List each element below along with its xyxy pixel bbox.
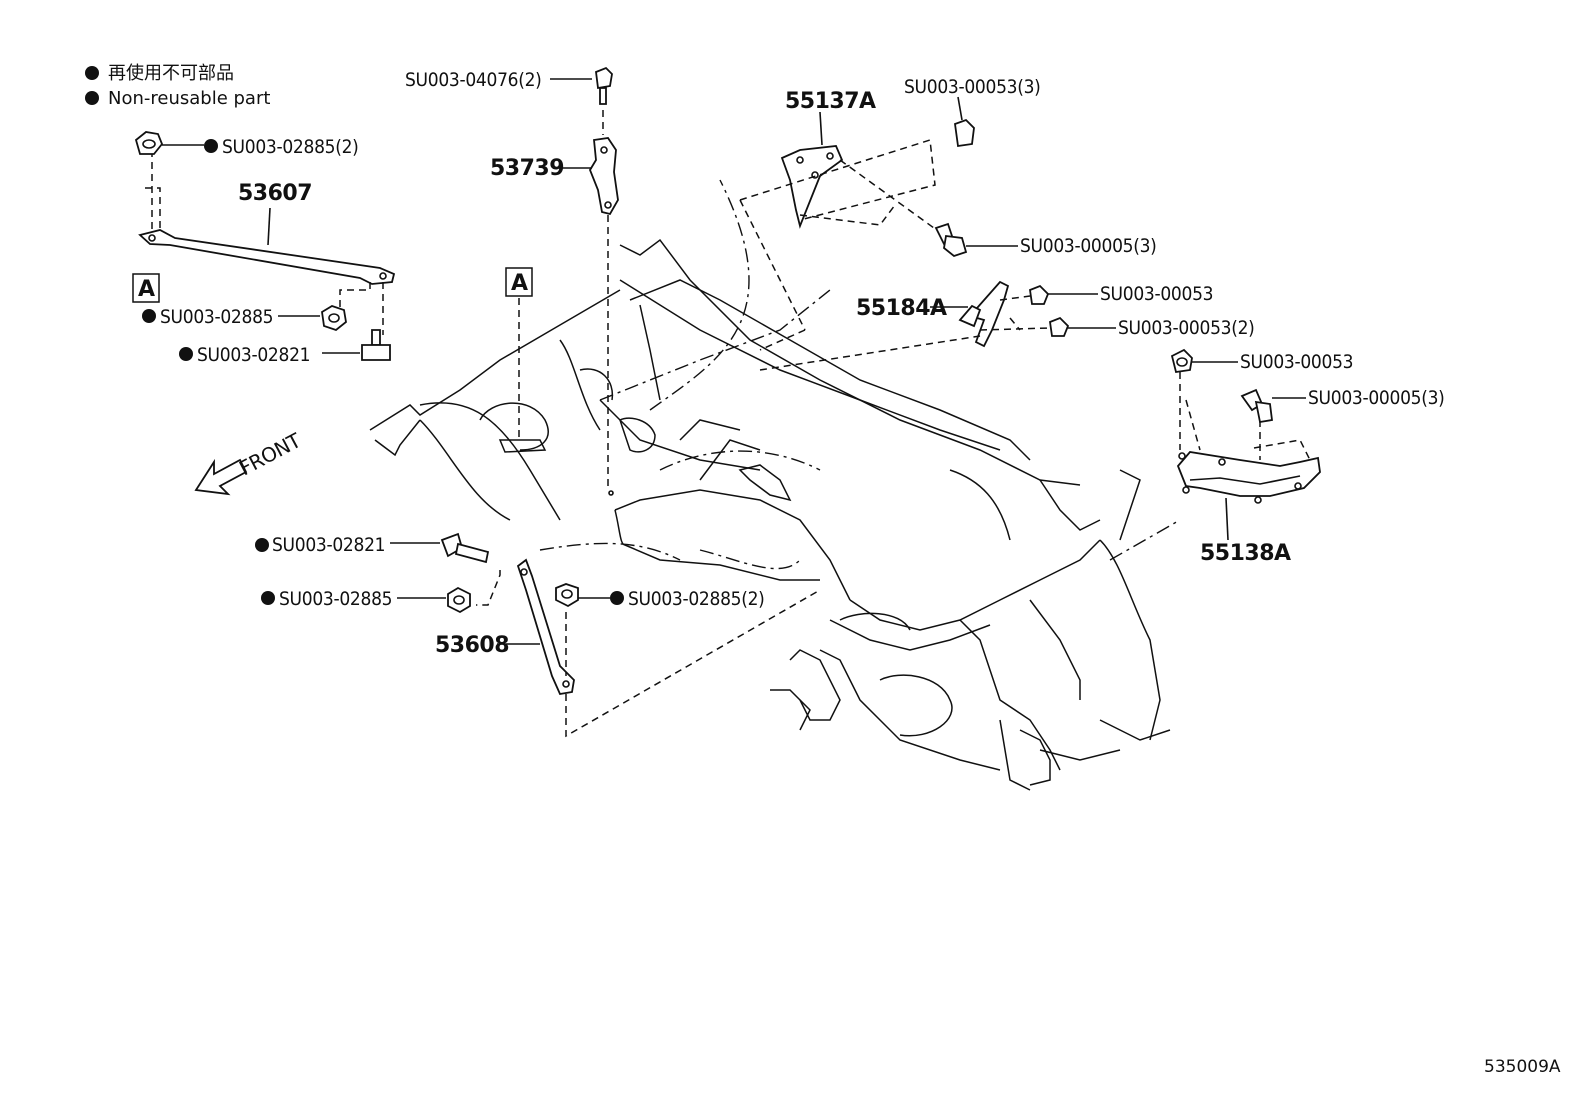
vehicle-body-outline xyxy=(369,238,1171,791)
nut-icon xyxy=(555,583,579,608)
callout-su003-00005-3-upper: SU003-00005(3) xyxy=(1020,235,1157,257)
reference-box-a-center: A xyxy=(505,267,533,440)
nut-icon xyxy=(1170,348,1193,374)
legend-en-text: Non-reusable part xyxy=(108,88,270,109)
callout-su003-00053-b: SU003-00053 xyxy=(1240,351,1353,373)
callout-leaders xyxy=(162,78,1306,645)
bolt-icon xyxy=(1254,400,1274,424)
mount-hole xyxy=(379,272,387,280)
bolt-icon xyxy=(361,344,391,361)
nut-icon xyxy=(1049,316,1070,337)
front-arrow-icon xyxy=(194,458,248,496)
nut-icon xyxy=(1029,284,1050,305)
bolt-icon xyxy=(454,542,490,564)
callout-su003-04076: SU003-04076(2) xyxy=(405,69,542,91)
callout-su003-02885-lower: SU003-02885 xyxy=(279,588,392,610)
nut-icon xyxy=(447,586,471,614)
non-reusable-bullet-icon xyxy=(204,139,218,153)
bracket-55137a xyxy=(739,118,975,351)
reference-box-a-center-label: A xyxy=(511,271,528,296)
bolt-icon xyxy=(943,234,968,258)
non-reusable-markers xyxy=(142,139,624,605)
figure-code: 535009A xyxy=(1484,1057,1561,1077)
callout-su003-00053-2: SU003-00053(2) xyxy=(1118,317,1255,339)
reference-box-a-left: A xyxy=(132,273,160,303)
callout-su003-02885-2-lower: SU003-02885(2) xyxy=(628,588,765,610)
callout-55184a: 55184A xyxy=(856,296,947,321)
callout-su003-02885-upper: SU003-02885 xyxy=(160,306,273,328)
strut-bar-53608 xyxy=(440,532,821,738)
callout-55137a: 55137A xyxy=(785,89,876,114)
callout-55138a: 55138A xyxy=(1200,541,1291,566)
non-reusable-bullet-icon xyxy=(255,538,269,552)
non-reusable-bullet-icon xyxy=(142,309,156,323)
nut-icon xyxy=(321,305,347,332)
non-reusable-bullet-icon xyxy=(261,591,275,605)
callout-53607: 53607 xyxy=(238,181,312,206)
legend-jp-text: 再使用不可部品 xyxy=(108,63,234,84)
non-reusable-bullet-icon xyxy=(179,347,193,361)
bracket-53739 xyxy=(588,66,619,496)
nut-icon xyxy=(954,118,975,148)
callout-labels: SU003-04076(2) 53739 55137A SU003-00053(… xyxy=(160,69,1445,658)
reference-lines xyxy=(539,179,1181,570)
bolt-icon xyxy=(371,329,381,346)
callout-su003-00053-3-top: SU003-00053(3) xyxy=(904,76,1041,98)
bracket-55138a xyxy=(1170,348,1321,504)
callout-su003-02821-lower: SU003-02821 xyxy=(272,534,385,556)
bolt-icon xyxy=(595,66,613,90)
callout-su003-00053-a: SU003-00053 xyxy=(1100,283,1213,305)
front-direction-indicator: FRONT xyxy=(194,428,306,496)
nut-icon xyxy=(134,131,164,155)
mount-hole xyxy=(148,234,156,242)
legend-bullet-icon xyxy=(85,66,99,80)
callout-su003-00005-3-lower: SU003-00005(3) xyxy=(1308,387,1445,409)
callout-53739: 53739 xyxy=(490,156,564,181)
non-reusable-bullet-icon xyxy=(610,591,624,605)
front-label: FRONT xyxy=(235,428,306,481)
callout-su003-02821-upper: SU003-02821 xyxy=(197,344,310,366)
legend: 再使用不可部品 Non-reusable part xyxy=(85,63,270,109)
callout-su003-02885-2-upper: SU003-02885(2) xyxy=(222,136,359,158)
bracket-55184a xyxy=(759,280,1070,371)
legend-bullet-icon xyxy=(85,91,99,105)
reference-box-a-left-label: A xyxy=(138,277,155,302)
strut-bar-53607 xyxy=(134,131,396,361)
callout-53608: 53608 xyxy=(435,633,509,658)
